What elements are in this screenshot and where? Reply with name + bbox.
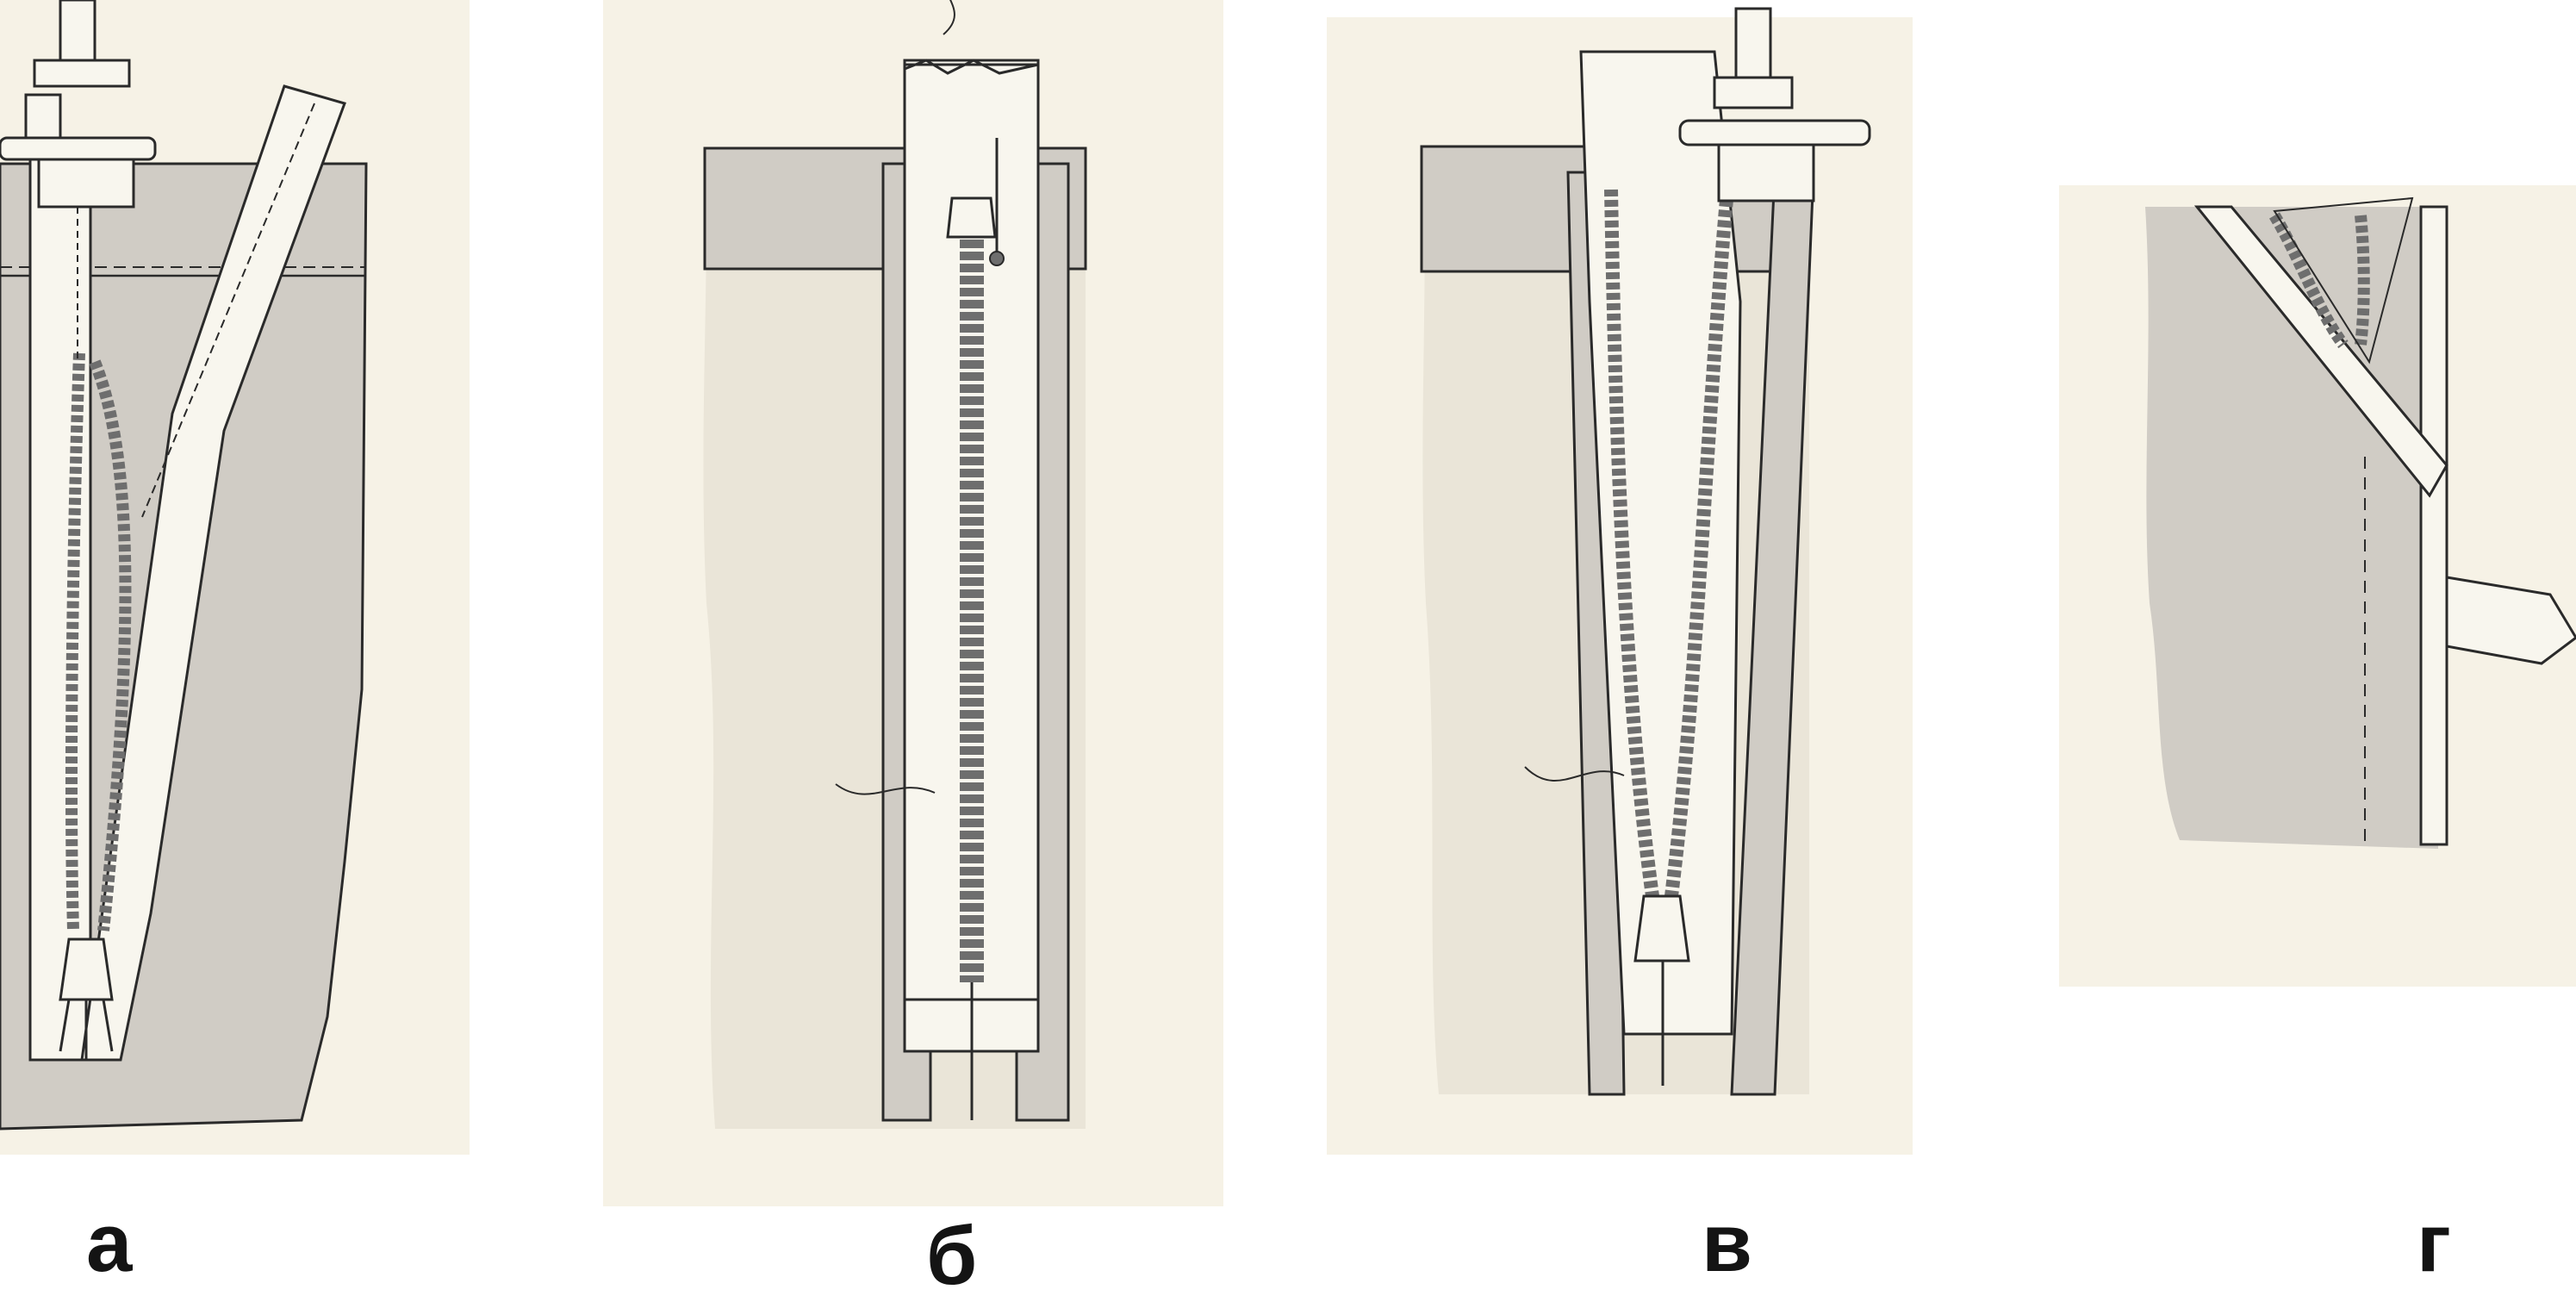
sewing-machine-foot-icon xyxy=(1678,7,1871,202)
zipper-teeth-icon xyxy=(65,352,132,931)
zipper-slider-icon xyxy=(946,196,997,239)
panel-a: а xyxy=(0,0,482,1285)
panel-label-a: а xyxy=(86,1197,133,1289)
panel-label-b: б xyxy=(926,1210,978,1302)
panel-d-illustration xyxy=(2059,185,2576,987)
panel-c-illustration xyxy=(1327,7,1913,1155)
panel-b: б xyxy=(603,0,1223,1298)
thread-icon xyxy=(1524,766,1625,782)
zipper-tape xyxy=(1579,50,1742,1036)
facing-strip xyxy=(2419,205,2448,846)
panel-a-illustration xyxy=(0,0,482,1172)
zipper-teeth-icon xyxy=(2268,212,2370,349)
zipper-tape-left xyxy=(28,145,92,1062)
thread-icon xyxy=(943,0,955,35)
zipper-slider-icon xyxy=(59,938,114,1001)
panel-c: в xyxy=(1327,0,1921,1285)
thread-icon xyxy=(835,783,936,795)
zipper-tape xyxy=(2193,205,2448,498)
panel-b-illustration xyxy=(603,0,1223,1206)
panel-label-c: в xyxy=(1702,1197,1753,1289)
panel-label-d: г xyxy=(2417,1197,2451,1289)
zipper-tail xyxy=(2445,576,2576,665)
zipper-teeth-icon xyxy=(1604,189,1734,898)
zipper-tape-right xyxy=(80,84,346,1062)
zipper-slider-icon xyxy=(1633,894,1690,962)
sewing-machine-foot-icon xyxy=(0,0,157,362)
panel-d: г xyxy=(2059,0,2576,1285)
